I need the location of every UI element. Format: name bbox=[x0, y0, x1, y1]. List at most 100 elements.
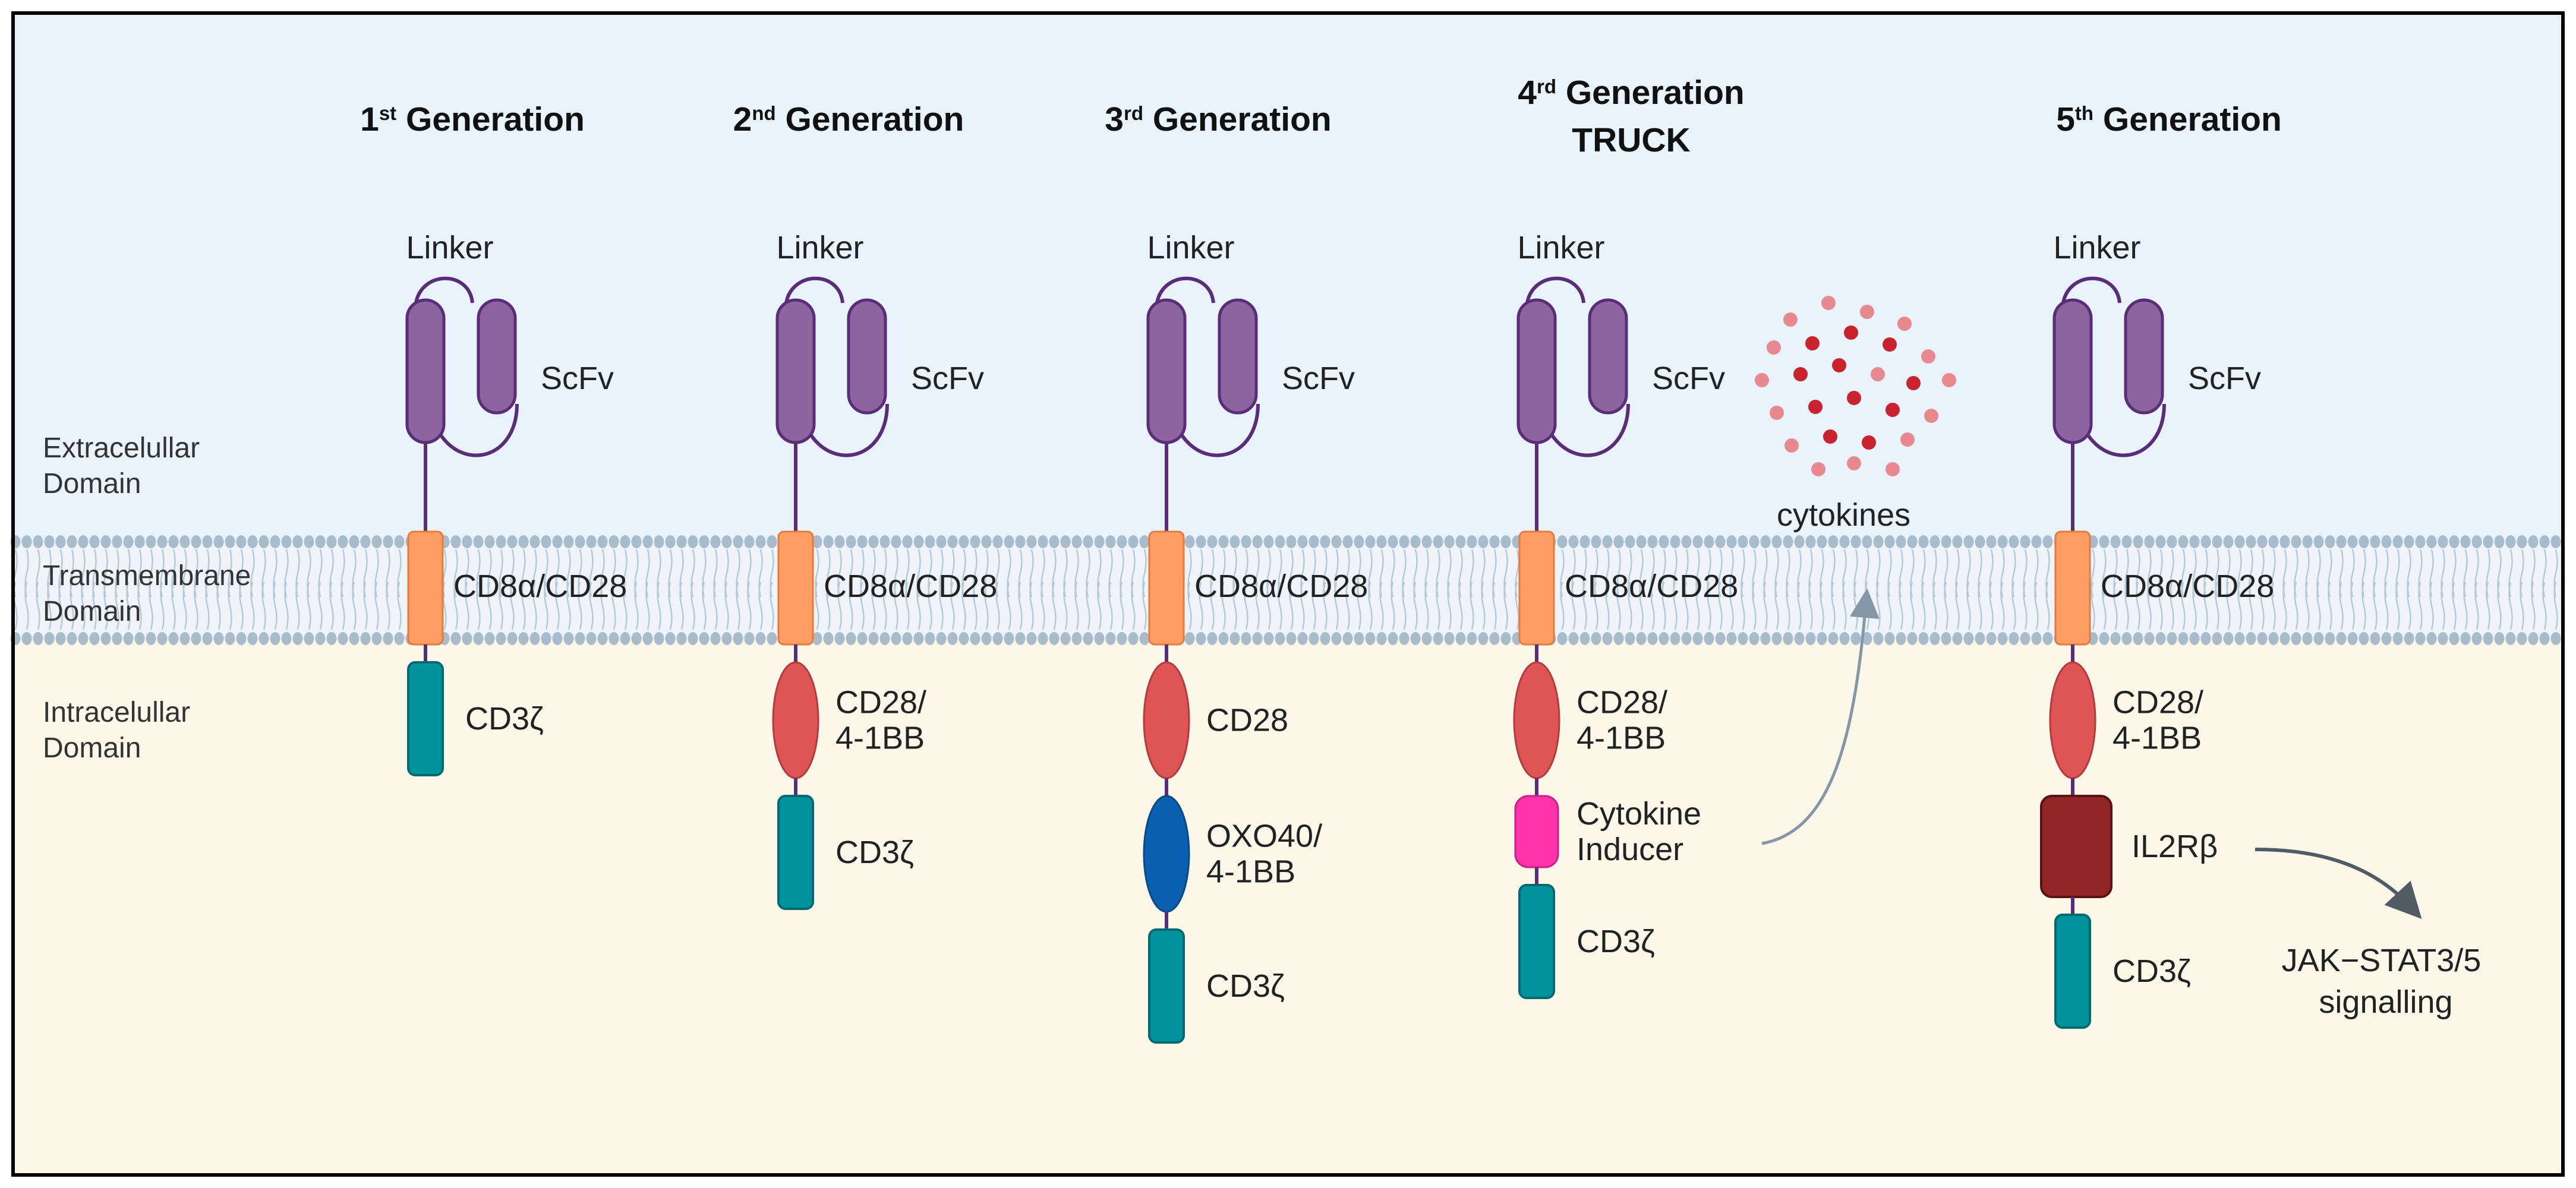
lipid-tail bbox=[611, 582, 616, 630]
lipid-tail bbox=[1650, 582, 1655, 630]
phospholipid-head bbox=[2200, 632, 2211, 645]
phospholipid-head bbox=[1738, 632, 1748, 645]
lipid-tail bbox=[1661, 582, 1666, 630]
transmembrane-domain-label: Transmembrane Domain bbox=[43, 560, 259, 627]
phospholipid-head bbox=[2042, 632, 2053, 645]
phospholipid-head bbox=[326, 632, 337, 645]
lipid-tail bbox=[47, 582, 52, 630]
lipid-tail bbox=[2113, 582, 2118, 630]
phospholipid-head bbox=[2494, 632, 2505, 645]
lipid-tail bbox=[758, 582, 763, 630]
phospholipid-head bbox=[1738, 535, 1748, 548]
lipid-tail bbox=[1300, 582, 1305, 630]
transmembrane-domain bbox=[777, 530, 814, 646]
phospholipid-head bbox=[1105, 632, 1116, 645]
linker-loop bbox=[414, 276, 474, 304]
phospholipid-head bbox=[1478, 535, 1489, 548]
phospholipid-head bbox=[1286, 632, 1297, 645]
lipid-tail bbox=[1571, 582, 1576, 630]
phospholipid-head bbox=[755, 632, 766, 645]
phospholipid-head bbox=[292, 632, 303, 645]
phospholipid-head bbox=[1421, 632, 1432, 645]
phospholipid-head bbox=[1704, 632, 1714, 645]
phospholipid-head bbox=[823, 632, 834, 645]
generation-ordinal-suffix: st bbox=[379, 102, 396, 124]
phospholipid-head bbox=[270, 535, 280, 548]
lipid-tail bbox=[668, 582, 673, 630]
phospholipid-head bbox=[2144, 535, 2155, 548]
lipid-tail bbox=[2361, 582, 2366, 630]
cytokine-particle bbox=[1784, 438, 1799, 453]
phospholipid-head bbox=[2415, 535, 2426, 548]
phospholipid-head bbox=[744, 632, 755, 645]
generation-3: 3rd GenerationLinkerScFvCD8α/CD28CD28OXO… bbox=[1105, 100, 1368, 1044]
phospholipid-head bbox=[1421, 535, 1432, 548]
phospholipid-head bbox=[733, 632, 743, 645]
phospholipid-head bbox=[1817, 535, 1827, 548]
phospholipid-head bbox=[2268, 535, 2279, 548]
phospholipid-head bbox=[620, 632, 630, 645]
lipid-tail bbox=[2474, 582, 2479, 630]
phospholipid-head bbox=[1805, 632, 1816, 645]
lipid-tail bbox=[2520, 582, 2524, 630]
phospholipid-head bbox=[1320, 632, 1330, 645]
phospholipid-head bbox=[1489, 632, 1500, 645]
phospholipid-head bbox=[33, 535, 43, 548]
phospholipid-head bbox=[597, 535, 608, 548]
phospholipid-head bbox=[1907, 535, 1918, 548]
phospholipid-head bbox=[936, 535, 947, 548]
phospholipid-head bbox=[2359, 535, 2369, 548]
generation-ordinal-suffix: rd bbox=[1124, 102, 1143, 124]
phospholipid-head bbox=[1952, 535, 1963, 548]
generation-ordinal-suffix: rd bbox=[1537, 75, 1556, 97]
label-line: CD3ζ bbox=[1577, 924, 1655, 959]
phospholipid-head bbox=[100, 535, 111, 548]
lipid-tail bbox=[826, 582, 831, 630]
phospholipid-head bbox=[1862, 535, 1872, 548]
scfv-light-chain bbox=[477, 298, 517, 415]
lipid-tail bbox=[634, 582, 639, 630]
lipid-tail bbox=[273, 582, 278, 630]
lipid-tail bbox=[1594, 582, 1598, 630]
lipid-tail bbox=[713, 582, 718, 630]
phospholipid-head bbox=[304, 535, 314, 548]
phospholipid-head bbox=[688, 535, 698, 548]
phospholipid-head bbox=[1591, 632, 1601, 645]
scfv-label: ScFv bbox=[1282, 361, 1355, 396]
scfv-heavy-chain bbox=[1146, 298, 1187, 444]
phospholipid-head bbox=[315, 535, 326, 548]
generation-title: 2nd Generation bbox=[733, 100, 964, 138]
phospholipid-head bbox=[1704, 535, 1714, 548]
lipid-tail bbox=[2136, 582, 2140, 630]
lipid-tail bbox=[2508, 582, 2513, 630]
phospholipid-head bbox=[2042, 535, 2053, 548]
phospholipid-head bbox=[112, 535, 122, 548]
signaling-domain bbox=[2049, 661, 2096, 779]
phospholipid-head bbox=[1252, 632, 1263, 645]
lipid-tail bbox=[1345, 582, 1350, 630]
lipid-tail bbox=[58, 582, 63, 630]
scfv-light-chain bbox=[2124, 298, 2164, 415]
cytokine-particle bbox=[1808, 400, 1823, 414]
transmembrane-label: CD8α/CD28 bbox=[1194, 568, 1368, 604]
phospholipid-head bbox=[1579, 632, 1590, 645]
lipid-tail bbox=[1221, 582, 1226, 630]
phospholipid-head bbox=[1038, 632, 1048, 645]
phospholipid-head bbox=[2009, 535, 2019, 548]
phospholipid-head bbox=[1399, 632, 1410, 645]
lipid-tail bbox=[2091, 582, 2095, 630]
lipid-tail bbox=[1323, 582, 1328, 630]
phospholipid-head bbox=[2517, 632, 2527, 645]
signaling-domain-label: CD28 bbox=[1206, 703, 1288, 738]
linker-loop bbox=[784, 276, 844, 304]
lipid-tail bbox=[849, 582, 853, 630]
phospholipid-head bbox=[2347, 632, 2358, 645]
lipid-tail bbox=[250, 582, 255, 630]
phospholipid-head bbox=[755, 535, 766, 548]
phospholipid-head bbox=[349, 632, 360, 645]
signaling-domain-label: IL2Rβ bbox=[2132, 829, 2218, 864]
phospholipid-head bbox=[2178, 535, 2189, 548]
phospholipid-head bbox=[496, 632, 506, 645]
phospholipid-head bbox=[1873, 632, 1884, 645]
lipid-tail bbox=[916, 582, 921, 630]
